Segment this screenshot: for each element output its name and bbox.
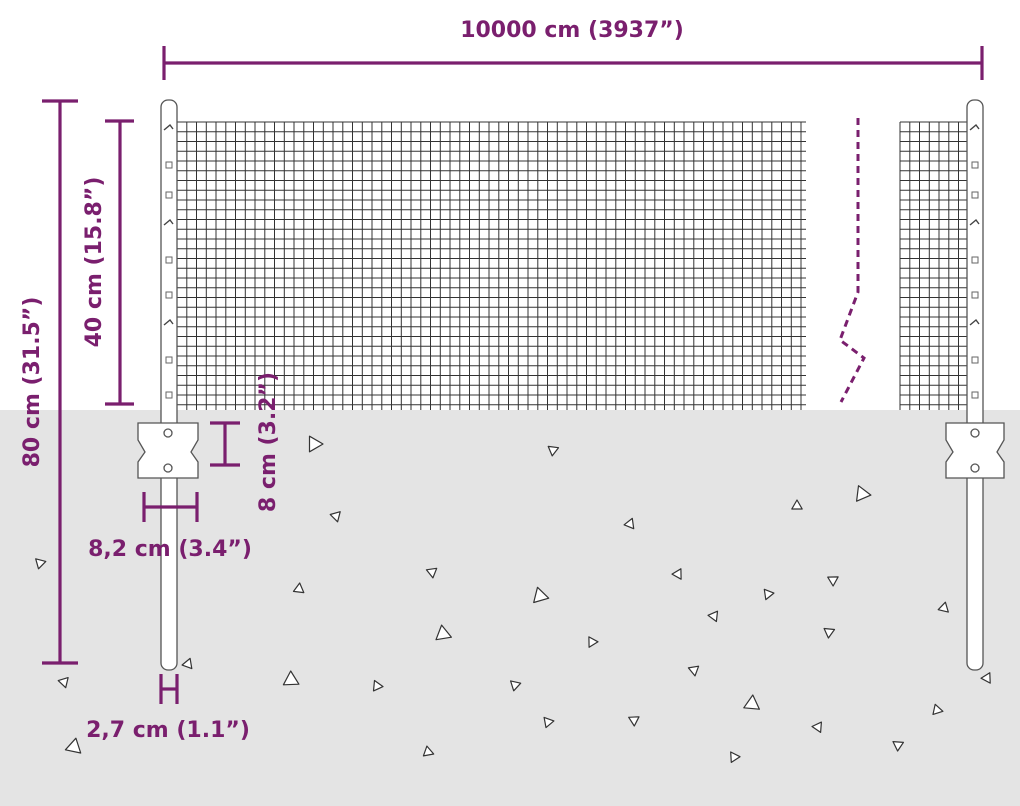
ground-stone [671,568,682,580]
length-dimension: 10000 cm (3937”) [162,18,984,80]
ground-stone [372,679,384,692]
fence-mesh-right [899,121,967,410]
post-left-clips [163,123,174,399]
post-diameter-label: 2,7 cm (1.1”) [86,718,250,743]
ground-stone [937,601,949,613]
post-diameter-dimension: 2,7 cm (1.1”) [86,674,250,743]
ground-stone [623,517,635,530]
ground-stone [588,636,599,648]
ground-stone [980,672,991,684]
post-right-bracket [945,422,1005,479]
post-left-bracket [137,422,199,479]
ground-stone [425,567,438,579]
ground-stone [510,680,522,692]
ground-stone [827,576,839,587]
bracket-width-label: 8,2 cm (3.4”) [88,537,252,562]
ground-stone [292,582,305,594]
ground-stone [57,676,69,689]
post-left [137,99,199,671]
post-right [945,99,1005,671]
ground-stone [533,586,550,604]
ground-stone [707,610,719,623]
ground-stone [35,558,47,570]
ground-stone [823,627,836,639]
bracket-height-dimension: 8 cm (3.2”) [210,372,281,512]
mesh-break-indicator [838,118,866,403]
bracket-height-label: 8 cm (3.2”) [256,372,281,512]
ground-stone [547,445,560,457]
ground-stone [892,740,905,752]
ground-stones [35,435,991,764]
ground-stone [64,737,82,754]
ground-stone [543,716,555,729]
bracket-width-dimension: 8,2 cm (3.4”) [88,492,252,562]
ground-stone [730,751,741,764]
ground-stone [435,624,452,641]
total-height-label: 80 cm (31.5”) [20,297,45,468]
fence-mesh-left [176,121,806,410]
ground-stone [628,716,640,727]
ground-stone [329,511,341,523]
post-right-clips [969,123,980,399]
length-label: 10000 cm (3937”) [460,18,684,43]
ground-stone [282,670,300,686]
ground-stone [932,703,944,716]
ground-stone [855,485,872,502]
ground-stone [791,499,803,510]
ground-stone [811,721,823,734]
ground-stone [687,665,700,677]
ground-stone [181,657,193,670]
ground-stone [763,588,775,601]
ground-stone [422,745,435,757]
ground-stone [308,435,324,453]
ground-stone [743,694,761,710]
fence-height-dimension: 40 cm (15.8”) [82,119,134,406]
total-height-dimension: 80 cm (31.5”) [20,99,78,665]
fence-height-label: 40 cm (15.8”) [82,177,107,348]
